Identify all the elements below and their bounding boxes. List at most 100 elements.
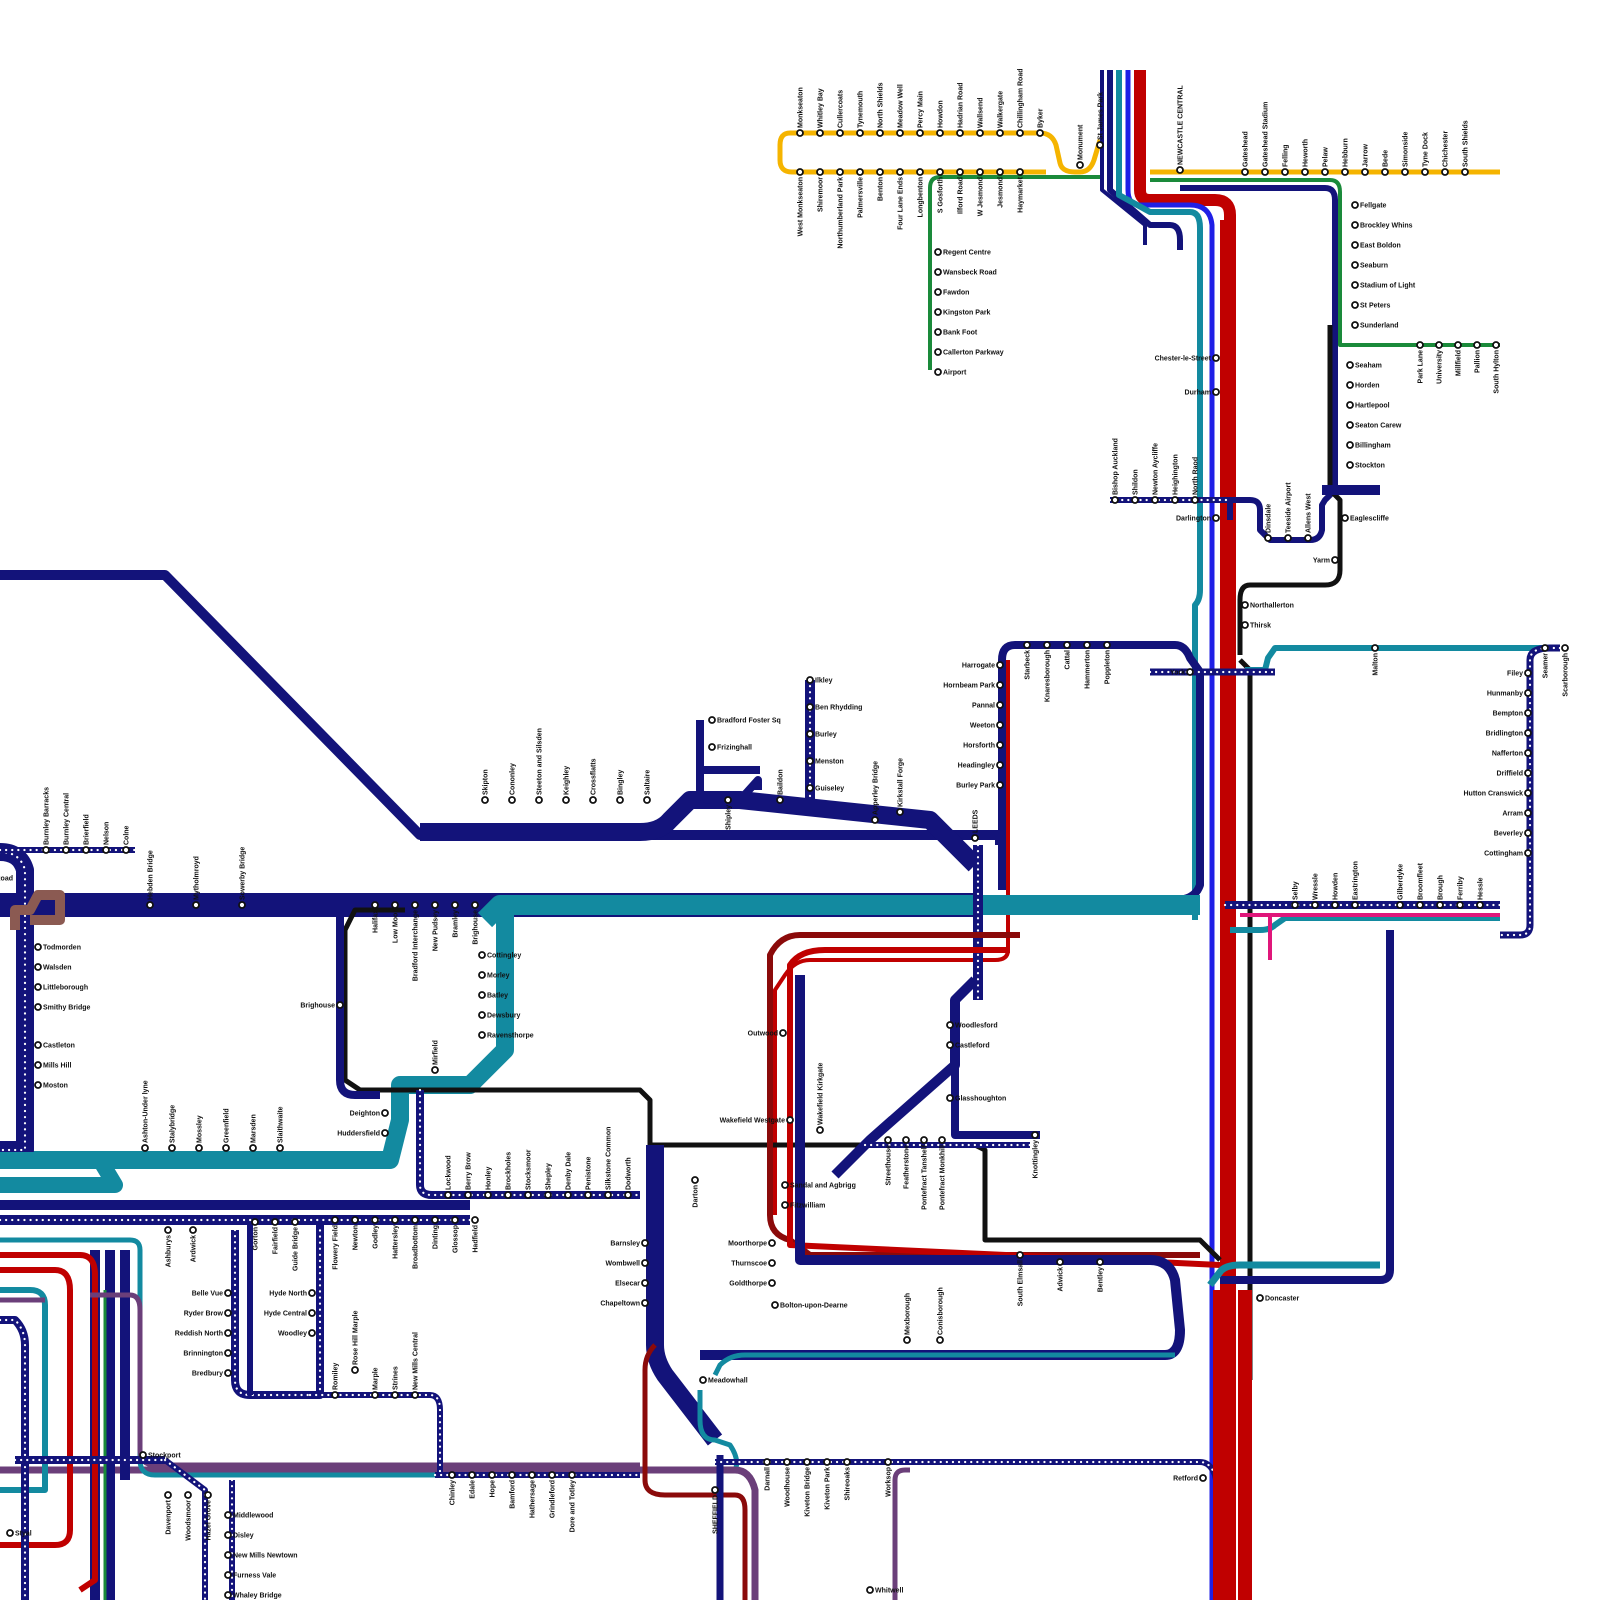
station-marker[interactable] <box>391 901 399 909</box>
station-marker[interactable] <box>1461 168 1469 176</box>
station-label-chichester[interactable]: Chichester <box>1443 131 1450 167</box>
station-label-gateshead-stadium[interactable]: Gateshead Stadium <box>1263 102 1270 167</box>
station-label-dore-and-totley[interactable]: Dore and Totley <box>570 1480 577 1532</box>
station-label-belle-vue[interactable]: Belle Vue <box>192 1291 223 1298</box>
station-marker[interactable] <box>816 129 824 137</box>
station-marker[interactable] <box>956 168 964 176</box>
station-marker[interactable] <box>823 1458 831 1466</box>
station-marker[interactable] <box>371 901 379 909</box>
station-marker[interactable] <box>224 1531 232 1539</box>
station-marker[interactable] <box>381 1129 389 1137</box>
station-label-pelaw[interactable]: Pelaw <box>1323 147 1330 167</box>
station-label-new-mills-newtown[interactable]: New Mills Newtown <box>233 1553 298 1560</box>
station-label-bradford-foster-sq[interactable]: Bradford Foster Sq <box>717 718 781 725</box>
station-marker[interactable] <box>996 701 1004 709</box>
station-marker[interactable] <box>896 129 904 137</box>
station-marker[interactable] <box>1301 168 1309 176</box>
station-marker[interactable] <box>488 1471 496 1479</box>
station-marker[interactable] <box>478 991 486 999</box>
station-marker[interactable] <box>1524 729 1532 737</box>
station-label-steeton-and-silsden[interactable]: Steeton and Silsden <box>537 728 544 795</box>
station-label-todmorden[interactable]: Todmorden <box>43 945 81 952</box>
station-marker[interactable] <box>1541 644 1549 652</box>
station-marker[interactable] <box>896 168 904 176</box>
station-label-woodlesford[interactable]: Woodlesford <box>955 1023 998 1030</box>
station-marker[interactable] <box>141 1144 149 1152</box>
station-label-howdon[interactable]: Howdon <box>938 100 945 128</box>
station-marker[interactable] <box>946 1041 954 1049</box>
station-marker[interactable] <box>524 1191 532 1199</box>
station-marker[interactable] <box>779 1029 787 1037</box>
station-label-bempton[interactable]: Bempton <box>1493 711 1523 718</box>
station-label-elsecar[interactable]: Elsecar <box>615 1281 640 1288</box>
station-marker[interactable] <box>1036 129 1044 137</box>
station-label-four-lane-ends[interactable]: Four Lane Ends <box>898 177 905 230</box>
station-marker[interactable] <box>481 796 489 804</box>
station-marker[interactable] <box>1524 809 1532 817</box>
station-label-lockwood[interactable]: Lockwood <box>446 1155 453 1190</box>
station-marker[interactable] <box>1016 168 1024 176</box>
station-marker[interactable] <box>971 834 979 842</box>
station-label-selby[interactable]: Selby <box>1293 881 1300 900</box>
station-label-callerton-parkway[interactable]: Callerton Parkway <box>943 350 1004 357</box>
station-marker[interactable] <box>308 1329 316 1337</box>
station-marker[interactable] <box>876 168 884 176</box>
station-label-seaton-carew[interactable]: Seaton Carew <box>1355 423 1402 430</box>
station-marker[interactable] <box>996 741 1004 749</box>
station-label-halifax[interactable]: Halifax <box>373 910 380 933</box>
station-label-tynemouth[interactable]: Tynemouth <box>858 91 865 128</box>
station-marker[interactable] <box>331 1391 339 1399</box>
station-marker[interactable] <box>934 348 942 356</box>
station-marker[interactable] <box>34 1041 42 1049</box>
station-label-hadfield[interactable]: Hadfield <box>473 1225 480 1253</box>
station-marker[interactable] <box>936 129 944 137</box>
station-label-kiveton-park[interactable]: Kiveton Park <box>825 1467 832 1510</box>
station-marker[interactable] <box>1346 361 1354 369</box>
station-marker[interactable] <box>884 1458 892 1466</box>
station-marker[interactable] <box>776 796 784 804</box>
station-marker[interactable] <box>806 676 814 684</box>
station-marker[interactable] <box>956 129 964 137</box>
station-label-st-peters[interactable]: St Peters <box>1360 303 1390 310</box>
station-marker[interactable] <box>771 1301 779 1309</box>
station-label-bramley[interactable]: Bramley <box>453 910 460 938</box>
station-marker[interactable] <box>1524 749 1532 757</box>
station-label-mossley[interactable]: Mossley <box>197 1115 204 1143</box>
station-marker[interactable] <box>1023 641 1031 649</box>
station-marker[interactable] <box>448 1471 456 1479</box>
station-label-outwood[interactable]: Outwood <box>748 1031 778 1038</box>
station-marker[interactable] <box>763 1458 771 1466</box>
station-label-disley[interactable]: Disley <box>233 1533 254 1540</box>
station-label-york[interactable]: York <box>1170 670 1185 677</box>
station-marker[interactable] <box>508 1471 516 1479</box>
station-label-monument[interactable]: Monument <box>1078 124 1085 160</box>
station-label-seamer[interactable]: Seamer <box>1543 653 1550 679</box>
station-marker[interactable] <box>189 1226 197 1234</box>
station-marker[interactable] <box>411 1216 419 1224</box>
station-marker[interactable] <box>806 703 814 711</box>
station-label-guiseley[interactable]: Guiseley <box>815 786 844 793</box>
station-marker[interactable] <box>1351 241 1359 249</box>
station-marker[interactable] <box>806 784 814 792</box>
station-marker[interactable] <box>641 1279 649 1287</box>
station-marker[interactable] <box>451 901 459 909</box>
station-marker[interactable] <box>1441 168 1449 176</box>
station-label-wansbeck-road[interactable]: Wansbeck Road <box>943 270 997 277</box>
station-marker[interactable] <box>411 901 419 909</box>
station-marker[interactable] <box>902 1136 910 1144</box>
station-label-skipton[interactable]: Skipton <box>483 769 490 795</box>
station-label-ashton-under-lyne[interactable]: Ashton-Under lyne <box>143 1080 150 1143</box>
station-label-shepley[interactable]: Shepley <box>546 1163 553 1190</box>
station-label-brinnington[interactable]: Brinnington <box>183 1351 223 1358</box>
station-label-stalybridge[interactable]: Stalybridge <box>170 1105 177 1143</box>
station-label-bolton-upon-dearne[interactable]: Bolton-upon-Dearne <box>780 1303 848 1310</box>
station-marker[interactable] <box>1056 1258 1064 1266</box>
station-marker[interactable] <box>1351 301 1359 309</box>
station-label-wakefield-kirkgate[interactable]: Wakefield Kirkgate <box>818 1063 825 1125</box>
station-label-park-lane[interactable]: Park Lane <box>1418 350 1425 384</box>
station-marker[interactable] <box>336 1001 344 1009</box>
station-label-meadow-well[interactable]: Meadow Well <box>898 84 905 128</box>
station-label-burley[interactable]: Burley <box>815 732 837 739</box>
station-label-university[interactable]: University <box>1437 350 1444 384</box>
station-marker[interactable] <box>1043 641 1051 649</box>
